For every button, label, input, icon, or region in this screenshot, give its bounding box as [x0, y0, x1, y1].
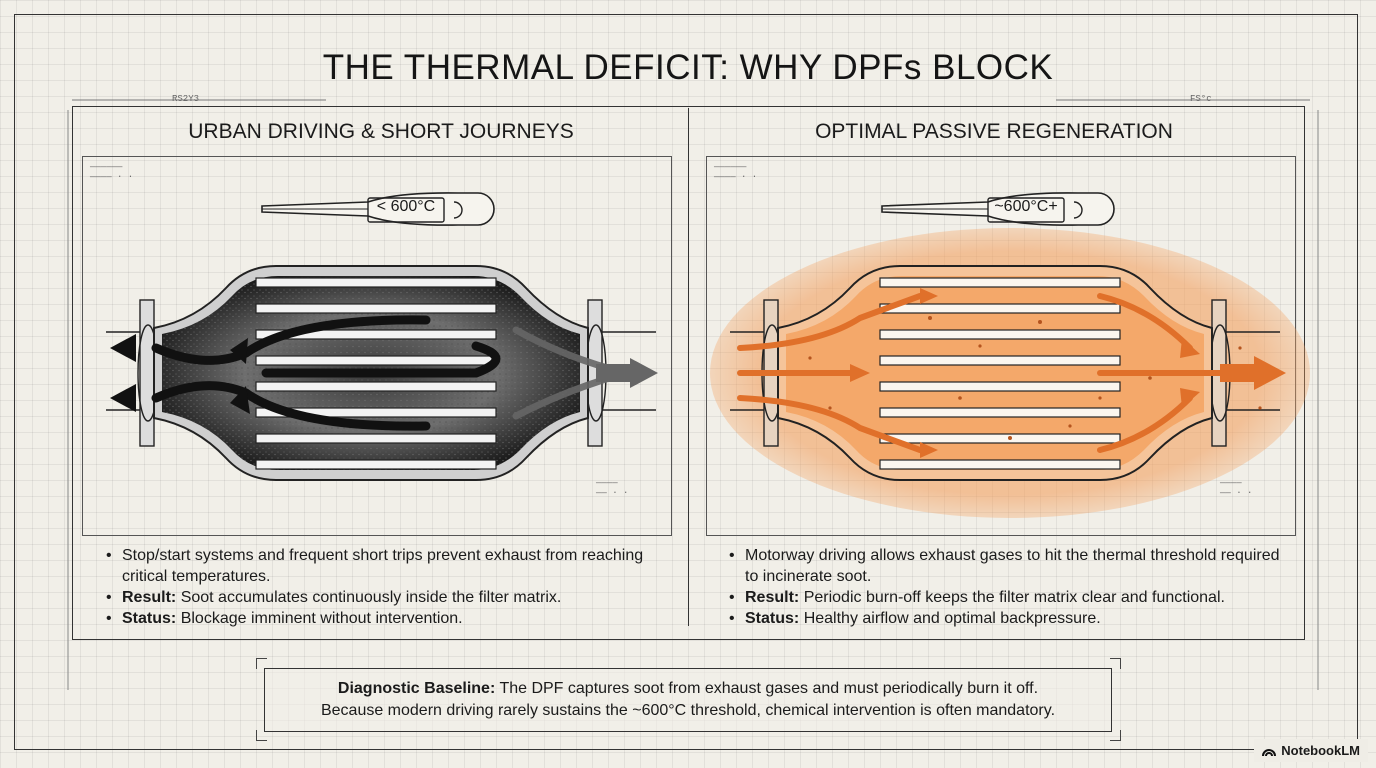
- left-bullets: Stop/start systems and frequent short tr…: [106, 545, 666, 629]
- outer-frame: [14, 14, 1358, 750]
- left-panel-heading: URBAN DRIVING & SHORT JOURNEYS: [188, 120, 574, 143]
- diagnostic-baseline-box: Diagnostic Baseline: The DPF captures so…: [264, 668, 1112, 732]
- dimension-label-right: FS°c: [1190, 94, 1212, 104]
- notebooklm-label: NotebookLM: [1281, 743, 1360, 758]
- right-dpf-diagram: [710, 228, 1310, 518]
- baseline-corner-tl: [256, 658, 267, 669]
- left-diagram-box: [82, 156, 672, 536]
- baseline-line-1: Diagnostic Baseline: The DPF captures so…: [337, 680, 1039, 697]
- dimension-label-left: RS2Y3: [172, 94, 200, 104]
- right-bullet-status: Status: Healthy airflow and optimal back…: [729, 608, 1289, 629]
- right-bullet-result: Result: Periodic burn-off keeps the filt…: [729, 587, 1289, 608]
- baseline-line-2: Because modern driving rarely sustains t…: [320, 702, 1056, 719]
- right-bullets: Motorway driving allows exhaust gases to…: [729, 545, 1289, 629]
- page-title: THE THERMAL DEFICIT: WHY DPFs BLOCK: [322, 48, 1054, 87]
- right-bullet-1: Motorway driving allows exhaust gases to…: [729, 545, 1289, 587]
- baseline-corner-tr: [1110, 658, 1121, 669]
- left-thermometer: [261, 192, 495, 226]
- baseline-corner-br: [1110, 730, 1121, 741]
- right-note-bottom: —————— · ·: [1220, 478, 1253, 498]
- left-note-bottom: —————— · ·: [596, 478, 629, 498]
- left-bullet-status: Status: Blockage imminent without interv…: [106, 608, 666, 629]
- left-bullet-1: Stop/start systems and frequent short tr…: [106, 545, 666, 587]
- left-bullet-result: Result: Soot accumulates continuously in…: [106, 587, 666, 608]
- right-thermometer: [881, 192, 1115, 226]
- left-dpf-diagram: [106, 265, 658, 481]
- notebooklm-badge[interactable]: NotebookLM: [1254, 739, 1368, 762]
- panel-divider: [688, 108, 689, 626]
- notebooklm-icon: [1262, 748, 1277, 756]
- baseline-corner-bl: [256, 730, 267, 741]
- right-thermometer-label: ~600°C+: [994, 198, 1058, 215]
- right-note-top: —————————— · ·: [714, 162, 758, 182]
- right-panel-heading: OPTIMAL PASSIVE REGENERATION: [815, 120, 1173, 143]
- left-thermometer-label: < 600°C: [376, 198, 436, 215]
- left-note-top: —————————— · ·: [90, 162, 134, 182]
